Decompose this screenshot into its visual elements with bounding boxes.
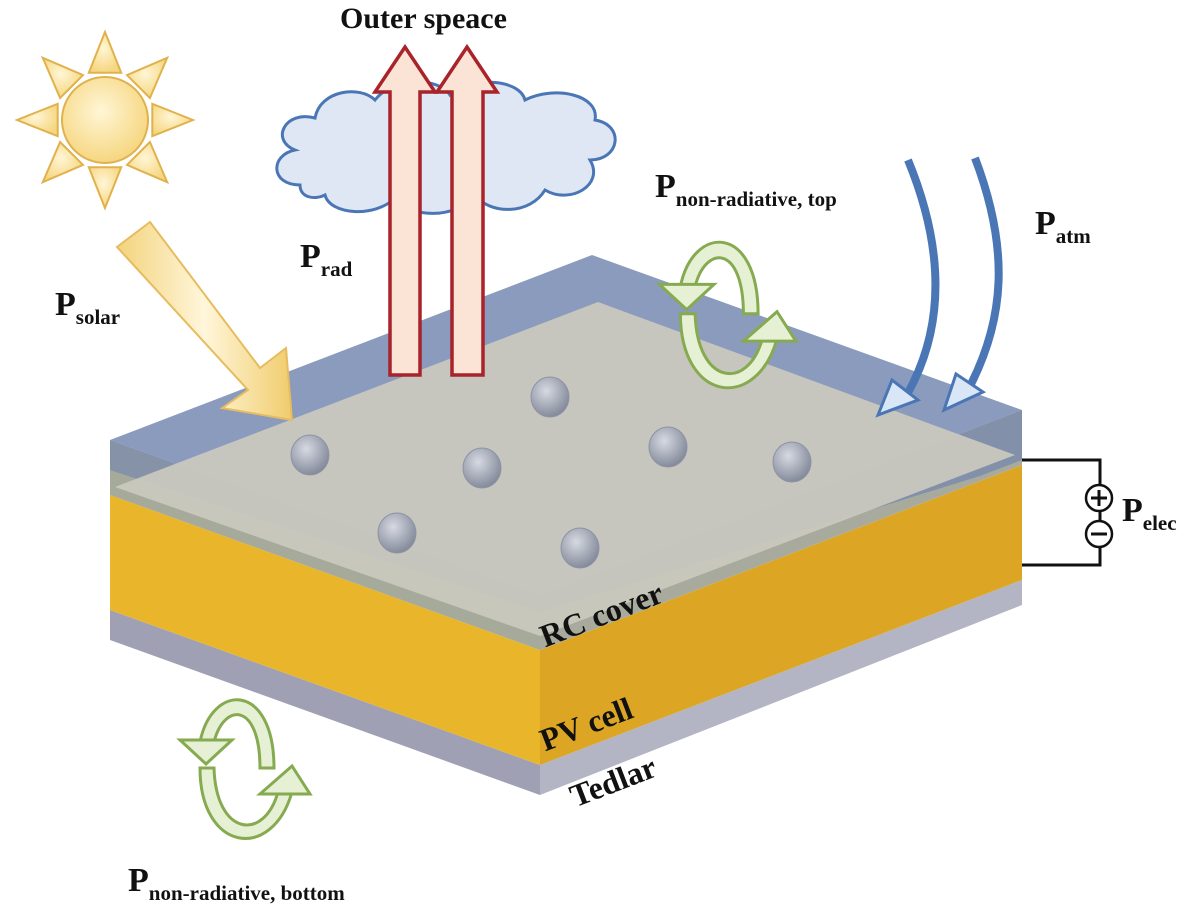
sun-ray (14, 102, 59, 138)
cloud-icon (275, 80, 617, 215)
sun-ray (40, 140, 85, 185)
particle (290, 434, 330, 476)
sun-ray (125, 55, 170, 100)
particle (772, 441, 812, 483)
sun-ray (151, 102, 196, 138)
solar-arrow-icon (115, 220, 294, 422)
label-p-atm: Patm (1035, 205, 1091, 248)
particle (648, 426, 688, 468)
particle (462, 447, 502, 489)
minus-icon (1084, 519, 1114, 549)
label-p-elec: Pelec (1122, 492, 1177, 535)
particle (530, 376, 570, 418)
label-p-rad: Prad (300, 238, 353, 281)
convection-arrowhead (256, 763, 313, 796)
label-p-nonrad-top: Pnon-radiative, top (655, 168, 837, 211)
sun-ray (40, 55, 85, 100)
sun-icon (14, 29, 196, 211)
convection-arrowhead (739, 309, 799, 343)
label-p-solar: Psolar (55, 286, 121, 329)
sun-ray (125, 140, 170, 185)
tedlar-layer (110, 580, 1022, 795)
sun-ray (87, 29, 123, 74)
convection-arrowhead (655, 282, 718, 312)
convection-top-icon (655, 240, 799, 390)
convection-arrowhead (176, 738, 236, 767)
pv-cell-layer (110, 465, 1022, 765)
radiation-arrow-icon (371, 43, 501, 377)
plus-icon (1084, 483, 1114, 513)
label-p-nonrad-bottom: Pnon-radiative, bottom (128, 862, 345, 905)
atm-arrow-icon (875, 156, 1003, 418)
sun-ray (87, 166, 123, 211)
particles (290, 376, 812, 569)
particle (560, 527, 600, 569)
particle (377, 512, 417, 554)
circuit-wire (1022, 458, 1102, 567)
outer-space-title: Outer speace (340, 2, 507, 35)
convection-bottom-icon (176, 698, 313, 840)
